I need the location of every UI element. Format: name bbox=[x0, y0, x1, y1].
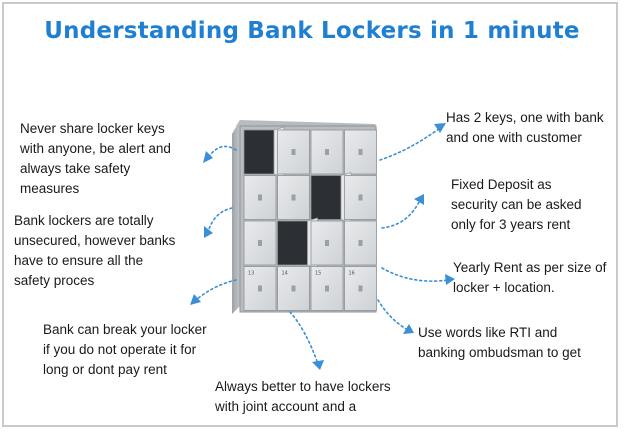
arrowhead-two-keys bbox=[434, 123, 446, 133]
note-yearly-rent: Yearly Rent as per size of locker + loca… bbox=[453, 260, 607, 295]
arrow-yearly-rent bbox=[381, 267, 449, 282]
keyhole-icon bbox=[358, 149, 363, 155]
locker-number-label: 14 bbox=[282, 271, 288, 277]
keyhole-icon bbox=[358, 285, 363, 292]
locker-doors: 13 14 15 16 bbox=[243, 126, 377, 311]
keyhole-icon bbox=[325, 240, 329, 246]
arrow-two-keys bbox=[379, 127, 441, 161]
keyhole-icon bbox=[358, 194, 363, 201]
cabinet-side bbox=[232, 120, 240, 314]
note-lockers-unsecured: Bank lockers are totally unsecured, howe… bbox=[14, 213, 176, 288]
note-rti-ombudsman: Use words like RTI and banking ombudsman… bbox=[418, 325, 581, 360]
note-two-keys: Has 2 keys, one with bank and one with c… bbox=[446, 110, 604, 145]
arrowhead-break-locker bbox=[190, 294, 201, 305]
note-joint-account: Always better to have lockers with joint… bbox=[215, 379, 391, 414]
keyhole-icon bbox=[291, 194, 296, 201]
locker-number-label: 15 bbox=[315, 271, 321, 277]
arrow-break-locker bbox=[195, 279, 237, 301]
keyhole-icon bbox=[358, 240, 363, 246]
locker-door bbox=[277, 220, 310, 266]
arrow-unsecured bbox=[207, 207, 233, 233]
keyhole-icon bbox=[325, 285, 329, 292]
arrowhead-joint-account bbox=[312, 360, 324, 370]
arrow-joint-account bbox=[289, 311, 319, 365]
locker-door bbox=[243, 220, 277, 266]
arrow-fixed-deposit bbox=[381, 199, 421, 229]
locker-number-label: 13 bbox=[248, 271, 254, 277]
locker-cabinet-illustration: 13 14 15 16 bbox=[232, 120, 377, 314]
note-never-share-keys: Never share locker keys with anyone, be … bbox=[20, 121, 171, 196]
locker-door bbox=[310, 175, 344, 220]
arrow-never-share bbox=[207, 145, 237, 159]
keyhole-icon bbox=[325, 149, 329, 155]
locker-door bbox=[243, 129, 277, 175]
locker-number-label: 16 bbox=[349, 271, 355, 277]
note-fixed-deposit: Fixed Deposit as security can be asked o… bbox=[451, 177, 582, 232]
keyhole-icon bbox=[291, 149, 296, 155]
arrow-rti bbox=[377, 299, 409, 331]
locker-door bbox=[344, 220, 377, 266]
keyhole-icon bbox=[258, 240, 262, 246]
keyhole-icon bbox=[258, 285, 262, 292]
arrowhead-never-share bbox=[203, 151, 213, 163]
note-bank-can-break-locker: Bank can break your locker if you do not… bbox=[43, 322, 207, 377]
keyhole-icon bbox=[258, 194, 262, 201]
arrowhead-rti bbox=[403, 324, 414, 334]
arrowhead-fixed-deposit bbox=[414, 194, 424, 205]
keyhole-icon bbox=[291, 285, 296, 292]
arrowhead-unsecured bbox=[204, 226, 213, 238]
arrowhead-yearly-rent bbox=[445, 274, 455, 285]
page-title: Understanding Bank Lockers in 1 minute bbox=[44, 18, 580, 44]
